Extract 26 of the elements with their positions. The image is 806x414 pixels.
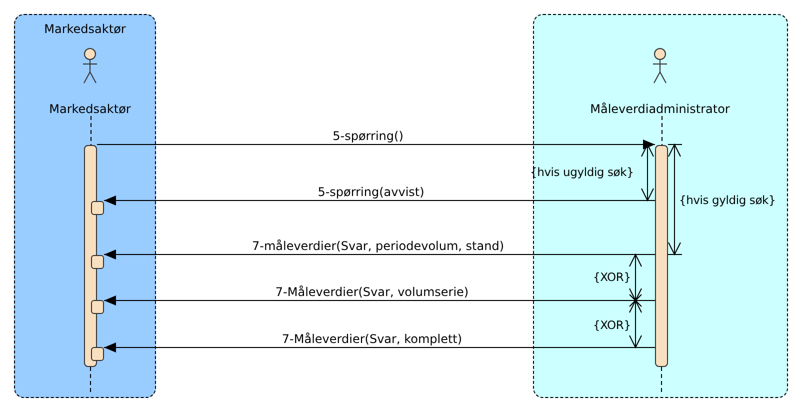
activation-box bbox=[91, 201, 104, 215]
actor-name: Måleverdiadministrator bbox=[589, 102, 731, 116]
activation-bar bbox=[84, 145, 97, 367]
message-label: 7-Måleverdier(Svar, komplett) bbox=[280, 332, 464, 346]
message-arrow bbox=[96, 140, 656, 150]
actor-name: Markedsaktør bbox=[48, 102, 132, 116]
constraint-label: {hvis gyldig søk} bbox=[679, 193, 776, 207]
activation-box bbox=[91, 255, 104, 269]
message-arrow bbox=[104, 250, 656, 260]
message-label: 7-måleverdier(Svar, periodevolum, stand) bbox=[250, 238, 506, 252]
lifeline bbox=[90, 116, 92, 146]
activation-bar bbox=[655, 145, 668, 367]
swimlane bbox=[14, 14, 156, 398]
swimlane bbox=[533, 14, 788, 398]
message-arrow bbox=[104, 196, 656, 206]
activation-box bbox=[91, 347, 104, 361]
message-label: 5-spørring(avvist) bbox=[316, 184, 426, 198]
message-label: 5-spørring() bbox=[330, 128, 406, 142]
message-arrow bbox=[104, 342, 656, 352]
constraint-label: {XOR} bbox=[593, 270, 631, 284]
activation-box bbox=[91, 300, 104, 314]
message-arrow bbox=[104, 296, 656, 306]
constraint-label: {XOR} bbox=[593, 318, 631, 332]
constraint-label: {hvis ugyldig søk} bbox=[530, 165, 634, 179]
message-label: 7-Måleverdier(Svar, volumserie) bbox=[273, 284, 471, 298]
lane-title: Markedsaktør bbox=[43, 22, 127, 36]
